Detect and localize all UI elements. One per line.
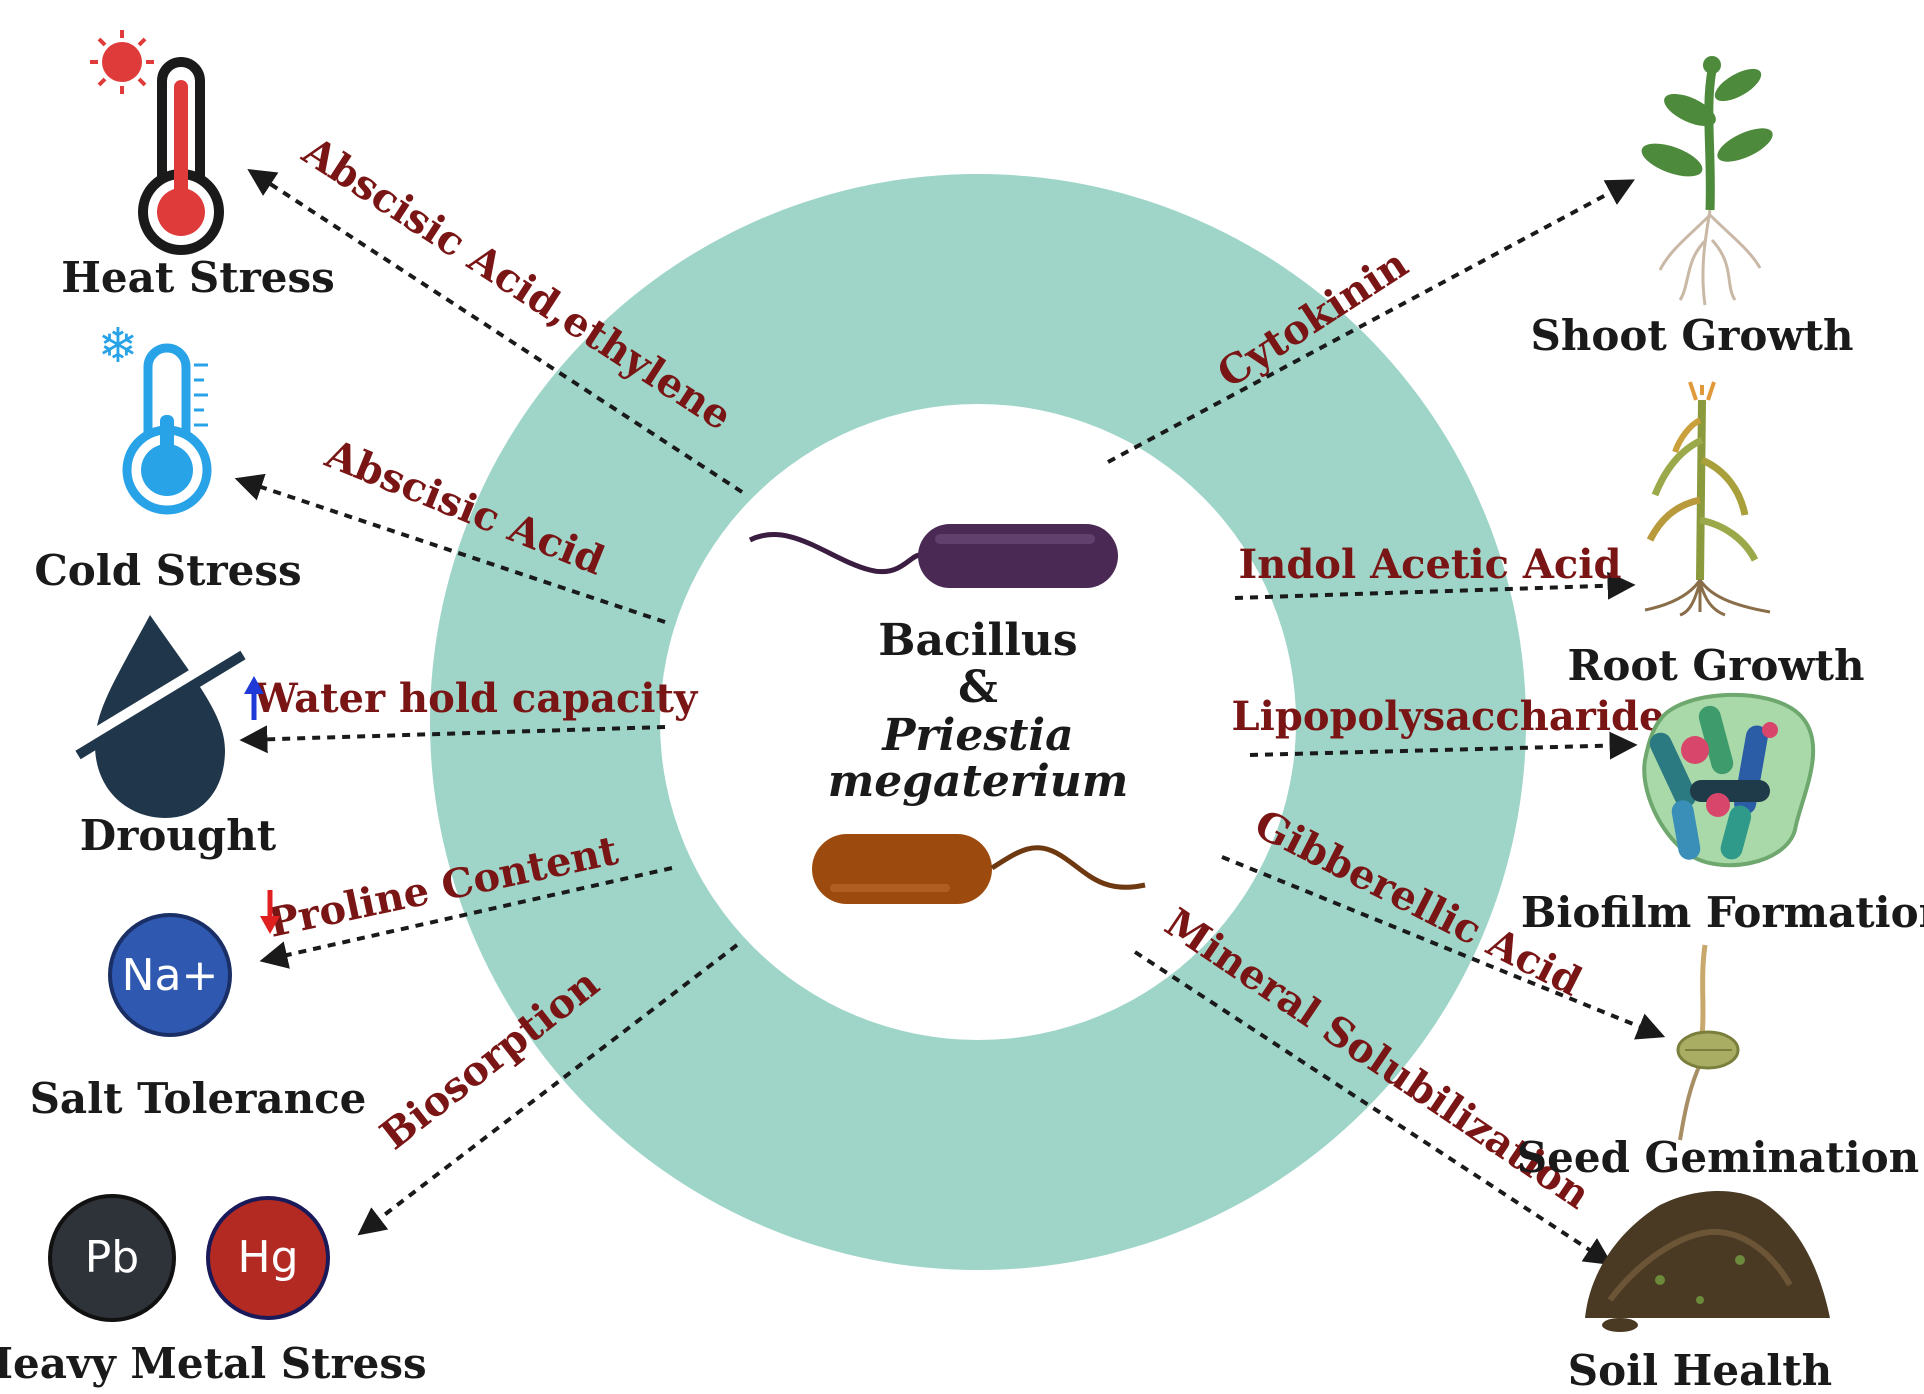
center-label-line1: Bacillus (878, 615, 1077, 666)
sodium-badge-icon: Na+ (108, 913, 232, 1037)
center-label-line4: megaterium (828, 756, 1129, 807)
node-label-drought: Drought (80, 811, 277, 860)
node-label-cold: Cold Stress (34, 546, 301, 595)
snowflake-icon: ❄ (98, 318, 138, 374)
soil-mound-icon (1585, 1190, 1830, 1332)
bacterium-top-icon (748, 524, 1118, 588)
biofilm-cluster-icon (1642, 692, 1816, 868)
node-label-root: Root Growth (1567, 641, 1864, 690)
mercury-badge-text: Hg (237, 1232, 298, 1283)
arrow-biofilm (1249, 731, 1638, 760)
arrow-seed (1221, 855, 1666, 1040)
germinating-seed-icon (1676, 944, 1740, 1141)
sodium-badge-text: Na+ (122, 950, 219, 1001)
node-label-metal: Heavy Metal Stress (0, 1339, 427, 1388)
thermometer-hot-icon (90, 30, 224, 255)
node-label-biofilm: Biofilm Formation (1521, 888, 1924, 937)
arrow-down-icon (260, 890, 280, 934)
center-label-line3: Priestia (880, 710, 1073, 761)
seedling-plant-icon (1641, 56, 1773, 306)
node-label-salt: Salt Tolerance (30, 1074, 367, 1123)
bacterium-bottom-icon (812, 834, 1146, 904)
arrow-heat (247, 168, 744, 494)
node-label-seed: Seed Gemination (1517, 1133, 1919, 1182)
edge-label-drought: Water hold capacity (252, 675, 699, 722)
thermometer-cold-icon: ❄ (98, 318, 212, 515)
mercury-badge-icon: Hg (206, 1196, 330, 1320)
arrow-metal (357, 943, 739, 1236)
lead-badge-text: Pb (85, 1232, 139, 1283)
edge-label-root: Indol Acetic Acid (1239, 541, 1622, 588)
arrow-root (1234, 571, 1636, 600)
lead-badge-icon: Pb (48, 1194, 176, 1322)
arrow-up-icon (244, 676, 264, 720)
node-label-soil: Soil Health (1568, 1346, 1832, 1394)
node-label-heat: Heat Stress (61, 253, 335, 302)
center-label-line2: & (958, 662, 998, 713)
arrow-drought (239, 725, 666, 754)
sun-icon (90, 30, 154, 94)
arrow-salt (259, 866, 673, 969)
arrow-soil (1133, 950, 1613, 1266)
node-label-shoot: Shoot Growth (1530, 311, 1853, 360)
no-water-drop-icon (73, 615, 248, 818)
corn-plant-roots-icon (1644, 381, 1771, 617)
edge-label-biofilm: Lipopolysaccharide (1232, 693, 1665, 740)
